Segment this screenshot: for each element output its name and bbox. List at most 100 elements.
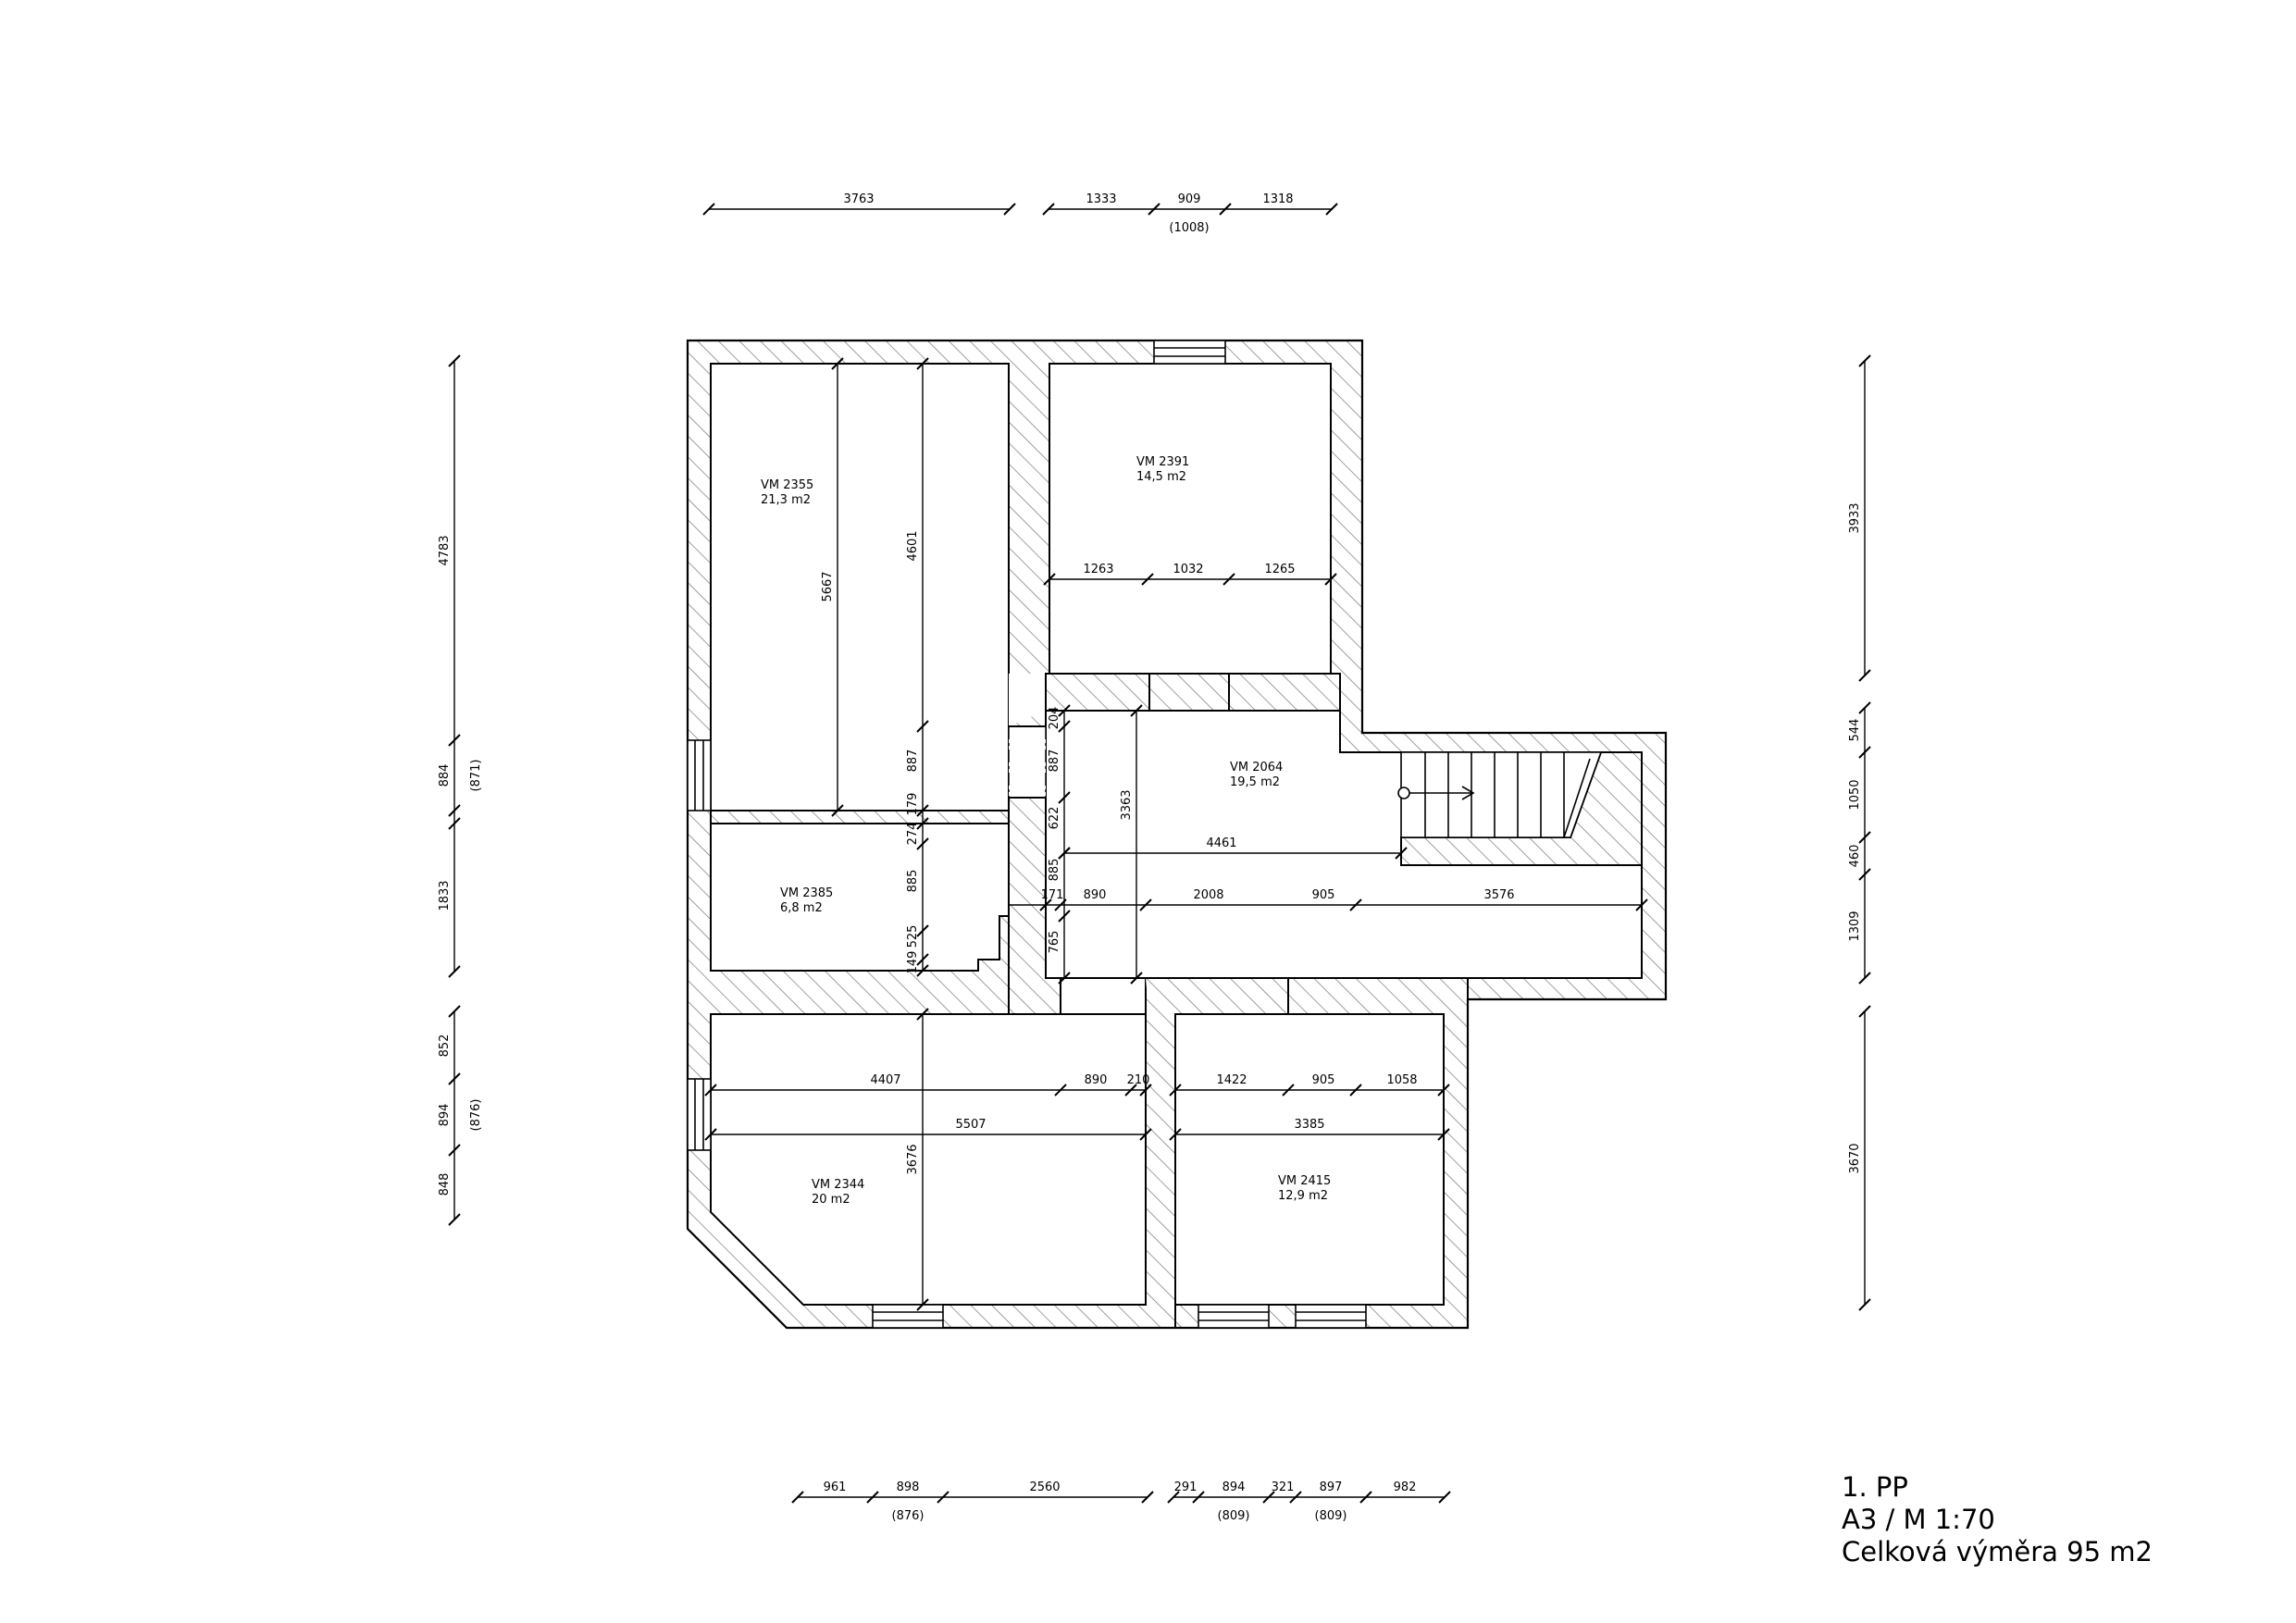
dim-bottom-809b: (809) — [1315, 1509, 1347, 1523]
dim-int-905a: 905 — [1312, 888, 1335, 902]
dim-int-1265: 1265 — [1264, 563, 1295, 576]
dim-int-3676: 3676 — [906, 1144, 920, 1174]
room-interiors — [710, 363, 1643, 1306]
dim-right-1050: 1050 — [1848, 779, 1862, 810]
dim-right-544: 544 — [1848, 719, 1862, 742]
window-bottom-2 — [1198, 1304, 1270, 1329]
staircase — [1397, 751, 1603, 838]
room-vm-2391 — [1049, 363, 1332, 675]
dim-int-890b: 890 — [1085, 1073, 1108, 1087]
window-bottom-1 — [872, 1304, 944, 1329]
dimension-labels-interior: 5667 4601 887 179 274 885 525 149 1263 1… — [821, 530, 1515, 1174]
dim-left-894: 894 — [438, 1104, 452, 1127]
dim-int-1263: 1263 — [1083, 563, 1113, 576]
dim-right-3933: 3933 — [1848, 502, 1862, 533]
dim-int-622: 622 — [1048, 807, 1061, 830]
window-left-upper — [687, 739, 712, 812]
dim-bottom-809a: (809) — [1218, 1509, 1250, 1523]
dim-int-1422: 1422 — [1216, 1073, 1247, 1087]
room-area-vm-2355: 21,3 m2 — [761, 493, 811, 507]
dimension-labels-left: 4783 884 (871) 1833 852 894 (876) 848 — [438, 535, 483, 1196]
title-block: 1. PP A3 / M 1:70 Celková výměra 95 m2 — [1842, 1471, 2153, 1568]
exterior-dimension-lines — [453, 208, 1866, 1498]
dim-int-885b: 885 — [1048, 859, 1061, 882]
stair-start-marker — [1397, 787, 1410, 799]
dim-int-3363: 3363 — [1120, 789, 1134, 820]
room-label-vm-2064: VM 2064 — [1230, 761, 1283, 774]
dim-int-149: 149 — [906, 951, 920, 974]
room-area-vm-2064: 19,5 m2 — [1230, 775, 1280, 789]
dim-int-4601: 4601 — [906, 530, 920, 561]
dim-int-1058: 1058 — [1386, 1073, 1417, 1087]
dimension-labels-right: 3933 544 1050 460 1309 3670 — [1848, 502, 1862, 1173]
total-area-label: Celková výměra 95 m2 — [1842, 1536, 2153, 1567]
dim-int-4461: 4461 — [1206, 836, 1236, 850]
dim-bottom-897: 897 — [1320, 1481, 1343, 1494]
dim-bottom-982: 982 — [1394, 1481, 1417, 1494]
sheet-scale-label: A3 / M 1:70 — [1842, 1504, 1995, 1535]
dim-top-1333: 1333 — [1086, 192, 1116, 206]
window-left-lower — [687, 1078, 712, 1151]
dim-bottom-961: 961 — [824, 1481, 847, 1494]
dim-top-3763: 3763 — [843, 192, 874, 206]
dim-int-885a: 885 — [906, 870, 920, 893]
room-labels: VM 2355 21,3 m2 VM 2391 14,5 m2 VM 2064 … — [761, 455, 1331, 1207]
dim-right-3670: 3670 — [1848, 1143, 1862, 1173]
dim-left-1833: 1833 — [438, 880, 452, 911]
dim-int-3385: 3385 — [1294, 1118, 1324, 1132]
room-label-vm-2355: VM 2355 — [761, 478, 813, 492]
room-vm-2385 — [710, 823, 1010, 972]
room-vm-2355 — [710, 363, 1010, 812]
dim-int-4407: 4407 — [870, 1073, 900, 1087]
dim-int-5507: 5507 — [955, 1118, 986, 1132]
room-area-vm-2415: 12,9 m2 — [1278, 1189, 1328, 1203]
dim-bottom-876: (876) — [892, 1509, 925, 1523]
room-vm-2415 — [1174, 1013, 1445, 1306]
dim-bottom-898: 898 — [897, 1481, 920, 1494]
dim-right-1309: 1309 — [1848, 911, 1862, 941]
dimension-labels-bottom: 961 898 2560 291 894 321 897 982 (876) (… — [824, 1481, 1417, 1523]
windows — [687, 340, 1367, 1329]
dim-int-3576: 3576 — [1483, 888, 1514, 902]
dim-left-4783: 4783 — [438, 535, 452, 565]
dim-left-884: 884 — [438, 764, 452, 787]
room-label-vm-2385: VM 2385 — [780, 886, 833, 900]
dim-int-274: 274 — [906, 823, 920, 846]
room-area-vm-2385: 6,8 m2 — [780, 901, 823, 915]
dim-int-525: 525 — [906, 925, 920, 948]
dim-top-909: 909 — [1178, 192, 1201, 206]
dim-left-852: 852 — [438, 1035, 452, 1058]
dim-bottom-894: 894 — [1222, 1481, 1246, 1494]
dim-left-871: (871) — [469, 760, 483, 792]
dim-bottom-321: 321 — [1272, 1481, 1295, 1494]
interior-dimension-lines — [711, 364, 1642, 1305]
dim-left-848: 848 — [438, 1173, 452, 1196]
dim-int-765: 765 — [1048, 931, 1061, 954]
room-label-vm-2415: VM 2415 — [1278, 1174, 1331, 1188]
dim-bottom-2560: 2560 — [1029, 1481, 1060, 1494]
dim-int-204: 204 — [1048, 707, 1061, 730]
dim-int-5667: 5667 — [821, 571, 835, 601]
floor-label: 1. PP — [1842, 1471, 1908, 1503]
dimension-labels-top: 3763 1333 909 1318 (1008) — [843, 192, 1293, 235]
dim-left-876: (876) — [469, 1099, 483, 1132]
dim-bottom-291: 291 — [1174, 1481, 1198, 1494]
room-vm-2344 — [710, 1013, 1147, 1306]
window-bottom-3 — [1295, 1304, 1367, 1329]
dim-right-460: 460 — [1848, 845, 1862, 868]
dim-int-1032: 1032 — [1173, 563, 1203, 576]
room-area-vm-2344: 20 m2 — [812, 1193, 850, 1207]
dim-int-2008: 2008 — [1193, 888, 1223, 902]
dim-int-890a: 890 — [1084, 888, 1107, 902]
window-top — [1153, 340, 1226, 365]
room-label-vm-2344: VM 2344 — [812, 1178, 864, 1192]
dim-int-905b: 905 — [1312, 1073, 1335, 1087]
dim-int-887b: 887 — [1048, 750, 1061, 773]
dim-int-887a: 887 — [906, 750, 920, 773]
dim-top-1318: 1318 — [1262, 192, 1293, 206]
dim-int-171: 171 — [1041, 888, 1064, 902]
room-area-vm-2391: 14,5 m2 — [1136, 470, 1186, 484]
dim-int-210: 210 — [1127, 1073, 1150, 1087]
dim-top-1008: (1008) — [1169, 221, 1209, 235]
